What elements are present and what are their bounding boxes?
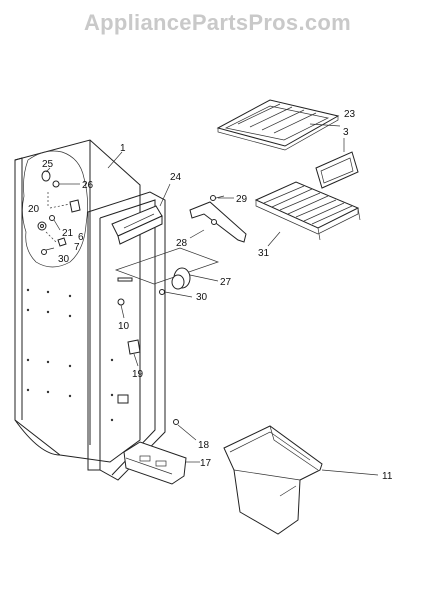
leader-lines [45, 123, 379, 476]
callout-28: 28 [176, 238, 188, 249]
part-7-clip [57, 237, 67, 247]
callout-27: 27 [220, 277, 232, 288]
part-24-duct-cover [111, 205, 163, 245]
part-17-bracket [123, 441, 196, 485]
callout-21: 21 [62, 228, 74, 239]
callout-29: 29 [236, 194, 248, 205]
callout-23: 23 [344, 109, 356, 120]
part-19-fitting [127, 339, 141, 367]
site-watermark: AppliancePartsPros.com [83, 10, 352, 35]
part-11-ice-bin [223, 425, 323, 535]
callout-10: 10 [118, 321, 130, 332]
part-21-screw [49, 215, 61, 231]
housing-leader-lines [45, 192, 71, 243]
callout-1: 1 [120, 143, 126, 154]
callout-30-left: 30 [58, 254, 70, 265]
part-6-switch [69, 199, 81, 213]
callout-labels: 1 23 3 24 29 28 31 27 30 10 19 18 17 11 … [28, 109, 393, 482]
part-27-control [114, 247, 220, 290]
callout-18: 18 [198, 440, 210, 451]
callout-26: 26 [82, 180, 94, 191]
callout-17: 17 [200, 458, 212, 469]
part-30-screw-right [159, 289, 193, 298]
part-23-glass-shelf [216, 99, 340, 151]
callout-19: 19 [132, 369, 144, 380]
callout-30-right: 30 [196, 292, 208, 303]
part-28-shelf-support [189, 201, 247, 243]
part-20-housing [37, 221, 47, 231]
callout-31: 31 [258, 248, 270, 259]
callout-11: 11 [382, 471, 393, 482]
callout-24: 24 [170, 172, 182, 183]
part-10-grommet [117, 298, 125, 319]
callout-6: 6 [78, 232, 84, 243]
callout-3: 3 [343, 127, 349, 138]
part-30-screw-left [41, 247, 55, 255]
part-26-socket [52, 180, 72, 188]
callout-7: 7 [74, 242, 80, 253]
part-25-bulb [41, 170, 51, 182]
part-29-screw [210, 195, 225, 201]
part-18-screw [173, 419, 197, 441]
callout-20: 20 [28, 204, 40, 215]
callout-25: 25 [42, 159, 54, 170]
part-31-wire-shelf [254, 181, 361, 241]
part-3-shelf-trim [315, 151, 359, 189]
